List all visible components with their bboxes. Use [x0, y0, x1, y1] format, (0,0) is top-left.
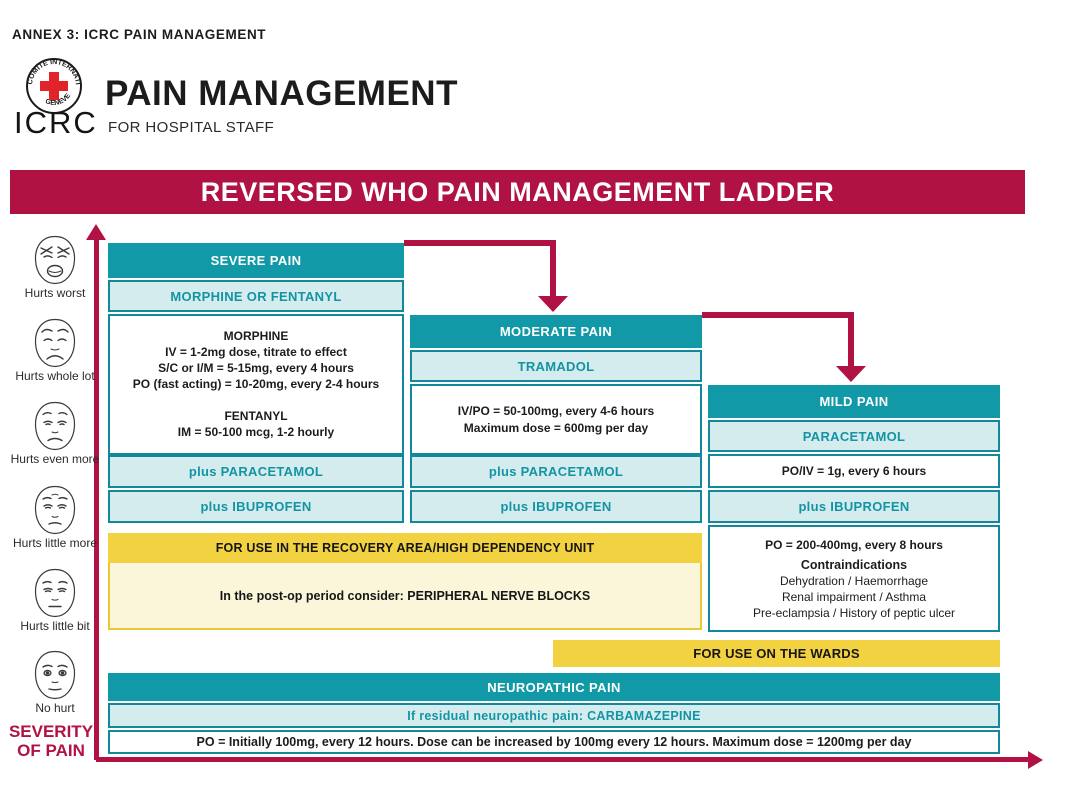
annex-label: ANNEX 3: ICRC PAIN MANAGEMENT — [12, 27, 267, 42]
mild-dose-row: PO/IV = 1g, every 6 hours — [708, 454, 1000, 488]
page-subtitle: FOR HOSPITAL STAFF — [108, 119, 275, 136]
pain-face-label: Hurts whole lot — [15, 369, 95, 383]
moderate-plus-ibuprofen-band: plus IBUPROFEN — [410, 490, 702, 523]
severity-axis-line — [94, 238, 99, 760]
neuropathic-drug-band: If residual neuropathic pain: CARBAMAZEP… — [108, 703, 1000, 728]
icrc-wordmark: ICRC — [14, 105, 98, 140]
severe-detail-line: PO (fast acting) = 10-20mg, every 2-4 ho… — [132, 377, 380, 391]
moderate-detail-line: IV/PO = 50-100mg, every 4-6 hours — [457, 404, 655, 418]
step-arrow-severe-to-moderate-drop — [550, 240, 556, 296]
severe-detail-line: S/C or I/M = 5-15mg, every 4 hours — [158, 361, 354, 375]
bottom-axis-arrowhead-icon — [1028, 751, 1043, 769]
severity-axis-label-line2: OF PAIN — [17, 741, 85, 760]
severe-detail-line: IM = 50-100 mcg, 1-2 hourly — [177, 425, 335, 439]
ladder-banner-title: REVERSED WHO PAIN MANAGEMENT LADDER — [10, 170, 1025, 214]
step-arrow-moderate-to-mild-line — [702, 312, 854, 318]
moderate-drug-band: TRAMADOL — [410, 350, 702, 382]
moderate-detail-line: Maximum dose = 600mg per day — [463, 421, 649, 435]
pain-face-label: No hurt — [35, 701, 75, 715]
severity-axis-label-line1: SEVERITY — [8, 722, 94, 741]
severity-axis-label: SEVERITY OF PAIN — [0, 722, 102, 760]
wards-note-banner: FOR USE ON THE WARDS — [553, 640, 1000, 667]
pain-face-label: Hurts even more — [10, 452, 100, 466]
severe-detail-spacer — [110, 392, 402, 408]
recovery-area-note-body: In the post-op period consider: PERIPHER… — [108, 563, 702, 630]
pain-face-no-hurt: No hurt — [8, 650, 102, 715]
face-hurts-worst-icon — [34, 235, 76, 285]
mild-drug-band: PARACETAMOL — [708, 420, 1000, 452]
step-arrow-moderate-to-mild-drop — [848, 312, 854, 366]
pain-face-hurts-even-more: Hurts even more — [8, 401, 102, 466]
pain-face-label: Hurts little more — [12, 536, 98, 550]
severe-details-box: MORPHINE IV = 1-2mg dose, titrate to eff… — [108, 314, 404, 455]
face-hurts-even-more-icon — [34, 401, 76, 451]
contraindication-line: Dehydration / Haemorrhage — [779, 574, 929, 588]
pain-face-hurts-little-more: Hurts little more — [8, 485, 102, 550]
contraindication-line: Renal impairment / Asthma — [781, 590, 927, 604]
moderate-plus-paracetamol-band: plus PARACETAMOL — [410, 455, 702, 488]
mild-contraindications-box: PO = 200-400mg, every 8 hours Contraindi… — [708, 525, 1000, 632]
severe-drug-band: MORPHINE OR FENTANYL — [108, 280, 404, 312]
severe-plus-paracetamol-band: plus PARACETAMOL — [108, 455, 404, 488]
severity-axis-arrowhead-icon — [86, 224, 106, 240]
severe-pain-header: SEVERE PAIN — [108, 243, 404, 278]
recovery-area-note-header: FOR USE IN THE RECOVERY AREA/HIGH DEPEND… — [108, 533, 702, 563]
neuropathic-pain-header: NEUROPATHIC PAIN — [108, 673, 1000, 701]
ibuprofen-dose-line: PO = 200-400mg, every 8 hours — [765, 538, 943, 552]
page-title: PAIN MANAGEMENT — [105, 74, 458, 113]
mild-pain-header: MILD PAIN — [708, 385, 1000, 418]
severe-detail-line: IV = 1-2mg dose, titrate to effect — [165, 345, 347, 359]
severe-detail-line: MORPHINE — [223, 329, 289, 343]
neuropathic-dose-row: PO = Initially 100mg, every 12 hours. Do… — [108, 730, 1000, 754]
contraindications-title: Contraindications — [800, 558, 908, 572]
face-no-hurt-icon — [34, 650, 76, 700]
icrc-logo: COMITE INTERNATIONAL GENEVE — [24, 56, 82, 114]
mild-plus-ibuprofen-band: plus IBUPROFEN — [708, 490, 1000, 523]
contraindication-line: Pre-eclampsia / History of peptic ulcer — [752, 606, 956, 620]
moderate-pain-header: MODERATE PAIN — [410, 315, 702, 348]
face-hurts-little-more-icon — [34, 485, 76, 535]
pain-face-hurts-little-bit: Hurts little bit — [8, 568, 102, 633]
step-arrow-severe-to-moderate-line — [404, 240, 556, 246]
moderate-details-box: IV/PO = 50-100mg, every 4-6 hours Maximu… — [410, 384, 702, 455]
face-hurts-little-bit-icon — [34, 568, 76, 618]
step-arrow-severe-to-moderate-head-icon — [538, 296, 568, 312]
step-arrow-moderate-to-mild-head-icon — [836, 366, 866, 382]
pain-face-label: Hurts worst — [24, 286, 86, 300]
pain-face-hurts-whole-lot: Hurts whole lot — [8, 318, 102, 383]
bottom-axis-line — [96, 757, 1030, 762]
pain-face-hurts-worst: Hurts worst — [8, 235, 102, 300]
pain-face-label: Hurts little bit — [20, 619, 90, 633]
red-cross-icon — [40, 72, 68, 100]
face-hurts-whole-lot-icon — [34, 318, 76, 368]
severe-detail-line: FENTANYL — [224, 409, 288, 423]
severe-plus-ibuprofen-band: plus IBUPROFEN — [108, 490, 404, 523]
